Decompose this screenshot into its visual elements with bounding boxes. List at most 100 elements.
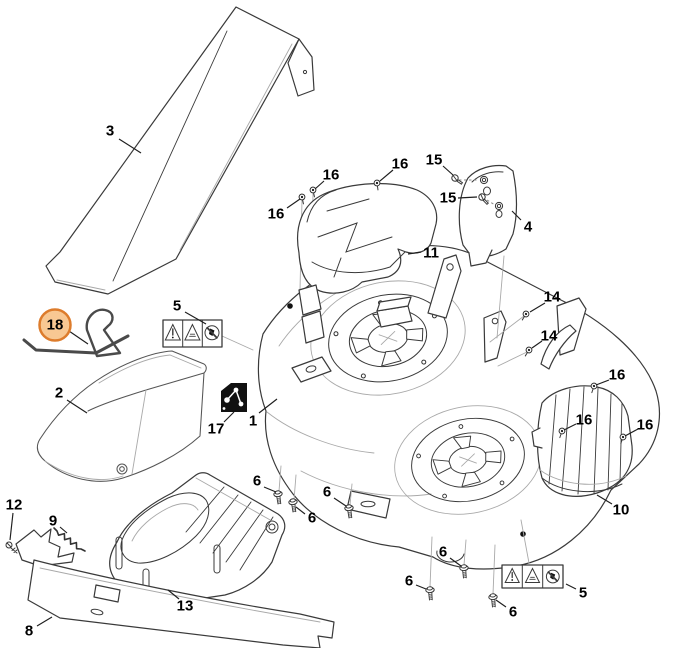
part-14-strip-and-screws xyxy=(489,309,577,370)
callout-15[interactable]: 15 xyxy=(426,152,454,176)
callout-label[interactable]: 15 xyxy=(440,190,457,207)
callout-leader-line xyxy=(529,302,546,313)
callout-leader-line xyxy=(295,506,306,515)
callout-6[interactable]: 6 xyxy=(295,506,316,527)
callout-4[interactable]: 4 xyxy=(511,210,533,236)
callout-label[interactable]: 11 xyxy=(423,245,439,262)
callout-label[interactable]: 6 xyxy=(509,604,517,621)
callout-label[interactable]: 5 xyxy=(579,585,587,602)
callout-14[interactable]: 14 xyxy=(529,289,561,313)
callout-label[interactable]: 14 xyxy=(541,328,558,345)
callout-leader-line xyxy=(442,165,454,176)
callout-2[interactable]: 2 xyxy=(55,385,88,414)
callout-label[interactable]: 6 xyxy=(439,544,447,561)
callouts-layer: 3 18 5 2 17 1 16 16 16 15 15 4 11 14 14 16 16 16 10 12 9 8 13 6… xyxy=(6,123,654,640)
callout-label[interactable]: 3 xyxy=(106,123,114,140)
callout-6[interactable]: 6 xyxy=(405,573,427,590)
callout-label[interactable]: 16 xyxy=(637,417,654,434)
keep-bystanders-away-icon xyxy=(545,569,560,584)
read-manual-triangle-icon xyxy=(524,567,541,583)
callout-leader-line xyxy=(333,497,347,507)
callout-8[interactable]: 8 xyxy=(25,616,53,640)
callout-6[interactable]: 6 xyxy=(253,473,277,493)
part-2-catcher-cover xyxy=(36,350,207,482)
warning-triangle-icon xyxy=(164,323,182,341)
callout-14[interactable]: 14 xyxy=(531,328,558,349)
callout-16[interactable]: 16 xyxy=(595,367,626,386)
callout-18[interactable]: 18 xyxy=(38,308,89,345)
callout-label[interactable]: 16 xyxy=(392,156,409,173)
callout-9[interactable]: 9 xyxy=(49,513,68,534)
callout-12[interactable]: 12 xyxy=(6,497,23,541)
callout-label[interactable]: 6 xyxy=(323,484,331,501)
callout-label[interactable]: 16 xyxy=(323,167,340,184)
callout-leader-line xyxy=(9,512,14,541)
callout-label[interactable]: 16 xyxy=(268,206,285,223)
callout-leader-line xyxy=(184,311,207,325)
callout-label[interactable]: 17 xyxy=(208,421,225,438)
callout-15[interactable]: 15 xyxy=(440,190,478,207)
callout-5[interactable]: 5 xyxy=(173,298,207,325)
callout-label[interactable]: 6 xyxy=(308,510,316,527)
screw-15-group xyxy=(450,173,504,211)
callout-leader-line xyxy=(36,616,53,627)
callout-3[interactable]: 3 xyxy=(106,123,142,154)
callout-leader-line xyxy=(68,330,89,345)
keep-bystanders-away-icon xyxy=(204,325,220,341)
warning-decal-top xyxy=(162,319,254,351)
callout-16[interactable]: 16 xyxy=(314,167,340,190)
callout-leader-line xyxy=(118,138,142,154)
callout-label[interactable]: 14 xyxy=(544,289,561,306)
callout-label[interactable]: 15 xyxy=(426,152,443,169)
callout-16[interactable]: 16 xyxy=(624,417,654,437)
callout-leader-line xyxy=(495,599,507,608)
callout-6[interactable]: 6 xyxy=(323,484,347,507)
callout-label[interactable]: 9 xyxy=(49,513,57,530)
callout-label[interactable]: 13 xyxy=(177,598,194,615)
callout-leader-line xyxy=(66,399,88,414)
callout-leader-line xyxy=(511,210,522,221)
callout-leader-line xyxy=(314,180,325,190)
callout-leader-line xyxy=(379,169,394,182)
highlight-circle[interactable] xyxy=(38,308,72,342)
callout-label[interactable]: 6 xyxy=(405,573,413,590)
callout-label[interactable]: 4 xyxy=(524,219,533,236)
callout-label[interactable]: 12 xyxy=(6,497,23,514)
part-13-mulch-housing xyxy=(109,472,286,606)
callout-label[interactable]: 8 xyxy=(25,623,33,640)
callout-10[interactable]: 10 xyxy=(596,494,630,519)
callout-5[interactable]: 5 xyxy=(565,583,587,602)
part-18-wire-bail xyxy=(22,308,130,358)
callout-16[interactable]: 16 xyxy=(268,198,301,223)
callout-16[interactable]: 16 xyxy=(563,412,593,431)
callout-11[interactable]: 11 xyxy=(407,245,439,262)
callout-leader-line xyxy=(415,584,427,590)
callout-label[interactable]: 6 xyxy=(253,473,261,490)
warning-triangle-icon xyxy=(504,567,521,583)
part-12-screw xyxy=(5,541,18,554)
callout-label[interactable]: 10 xyxy=(613,502,630,519)
callout-label[interactable]: 16 xyxy=(609,367,626,384)
screw-6-group xyxy=(272,465,499,608)
callout-label[interactable]: 1 xyxy=(249,413,257,430)
callout-16[interactable]: 16 xyxy=(379,156,409,182)
callout-leader-line xyxy=(59,526,68,534)
callout-label[interactable]: 5 xyxy=(173,298,181,315)
callout-leader-line xyxy=(223,411,235,423)
part-9-spring xyxy=(53,527,86,552)
callout-label[interactable]: 16 xyxy=(576,412,593,429)
part-17-belt-decal xyxy=(221,383,247,412)
callout-1[interactable]: 1 xyxy=(249,398,278,430)
callout-leader-line xyxy=(595,379,610,386)
callout-label[interactable]: 2 xyxy=(55,385,63,402)
callout-6[interactable]: 6 xyxy=(439,544,462,567)
callout-leader-line xyxy=(457,196,478,199)
callout-6[interactable]: 6 xyxy=(495,599,517,621)
callout-leader-line xyxy=(407,251,422,255)
warning-decal-bottom xyxy=(501,519,564,589)
callout-17[interactable]: 17 xyxy=(208,411,235,438)
callout-label[interactable]: 18 xyxy=(47,317,64,334)
part-11-belt-cover xyxy=(297,183,438,344)
callout-13[interactable]: 13 xyxy=(167,589,194,615)
